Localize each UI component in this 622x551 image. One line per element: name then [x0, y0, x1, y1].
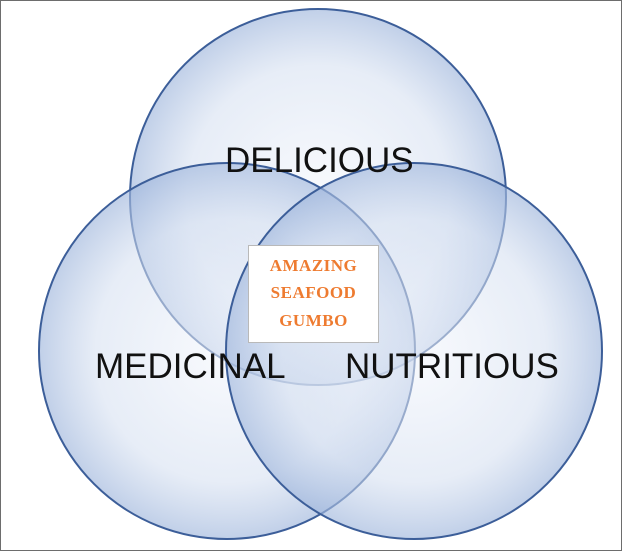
label-delicious: DELICIOUS	[225, 141, 414, 180]
label-medicinal: MEDICINAL	[95, 347, 286, 386]
center-label-box: AMAZING SEAFOOD GUMBO	[248, 245, 379, 343]
center-line-3: GUMBO	[279, 310, 348, 330]
center-line-1: AMAZING	[269, 256, 358, 276]
label-nutritious: NUTRITIOUS	[345, 347, 559, 386]
center-line-2: SEAFOOD	[270, 283, 357, 303]
